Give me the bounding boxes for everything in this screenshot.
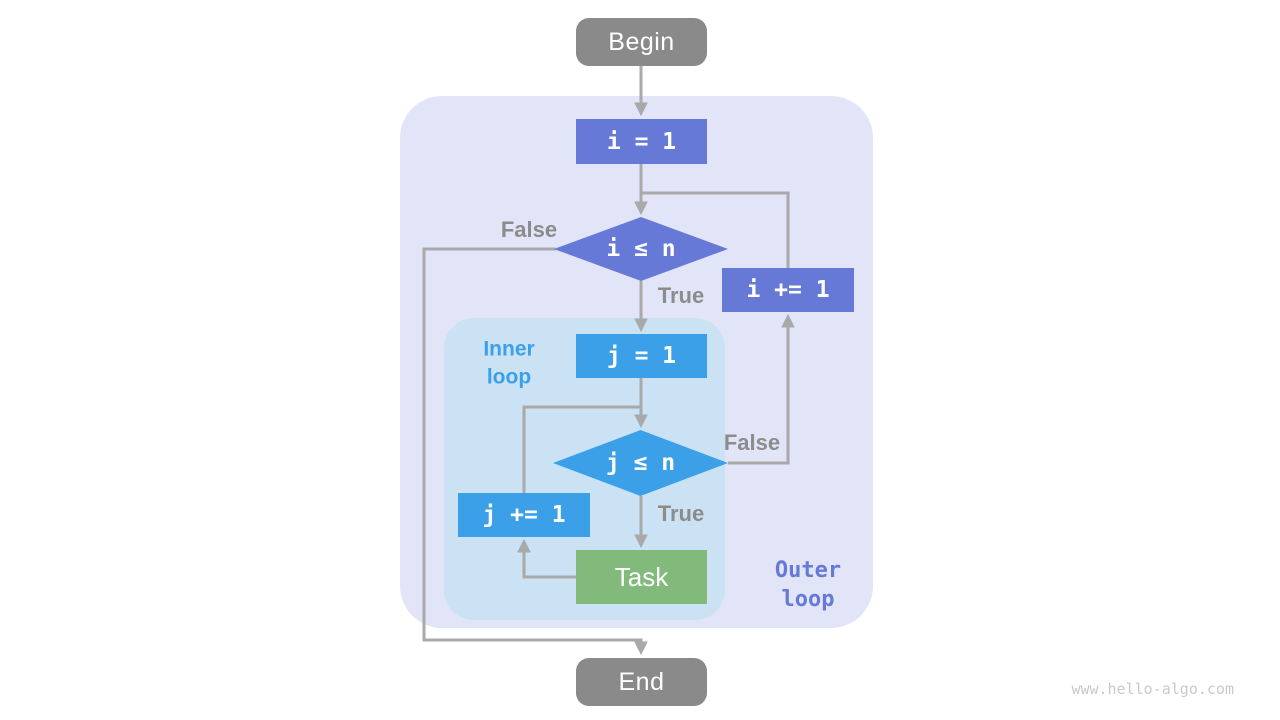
inner-loop-label: Inner loop [483, 335, 534, 390]
outer-false-label: False [500, 217, 558, 242]
outer-true-label: True [657, 283, 705, 308]
begin-node: Begin [576, 18, 707, 66]
inner-loop-label-line1: Inner [483, 337, 535, 361]
outer-init-node: i = 1 [576, 119, 707, 164]
outer-loop-label: Outer loop [775, 556, 841, 614]
task-node: Task [576, 550, 707, 604]
inner-init-node: j = 1 [576, 334, 707, 378]
outer-increment-node: i += 1 [722, 268, 854, 312]
watermark-text: www.hello-algo.com [1071, 680, 1234, 698]
outer-loop-label-line2: loop [781, 587, 835, 612]
inner-increment-node: j += 1 [458, 493, 590, 537]
inner-true-label: True [657, 501, 705, 526]
inner-loop-label-line2: loop [486, 365, 532, 388]
inner-false-label: False [723, 430, 781, 455]
outer-loop-label-line1: Outer [774, 557, 842, 583]
end-node: End [576, 658, 707, 706]
